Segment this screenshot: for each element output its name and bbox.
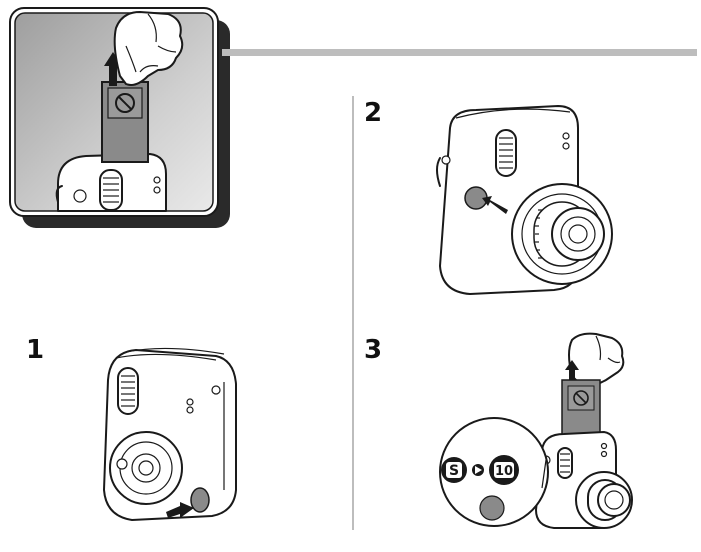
no-symbol-icon [573, 390, 589, 406]
column-divider [352, 96, 354, 530]
extended-lens [575, 471, 633, 529]
step-number-3: 3 [364, 335, 383, 365]
pointing-arrow-icon [166, 502, 194, 518]
up-arrow-icon [565, 360, 579, 386]
film-sheet [561, 379, 601, 441]
viewfinder [495, 129, 517, 177]
flash-dot [211, 385, 221, 395]
extended-lens [511, 183, 613, 285]
sensor-dot [562, 142, 570, 150]
film-counter-before: S [441, 457, 467, 483]
sensor-dot [562, 132, 570, 140]
camera-top [55, 153, 167, 212]
side-dot [441, 155, 451, 165]
lens-marker [116, 458, 128, 470]
step-number-2: 2 [364, 98, 383, 128]
inset-panel [8, 6, 230, 228]
sensor-dot [186, 406, 194, 414]
shutter-button [190, 487, 210, 513]
counter-from-label: S [449, 463, 459, 479]
step-1-illustration [103, 347, 237, 521]
hand-illustration [113, 11, 184, 86]
film-counter-after: 10 [489, 455, 519, 485]
viewfinder [117, 367, 139, 415]
counter-window [479, 495, 505, 521]
inset-illustration [9, 7, 230, 228]
counter-callout: S 10 [439, 417, 549, 527]
film-shield [101, 81, 149, 163]
no-symbol-icon [115, 93, 135, 113]
counter-to-label: 10 [495, 464, 513, 479]
lens [109, 431, 183, 505]
sensor-dot [186, 398, 194, 406]
step-2-illustration [436, 105, 613, 295]
pointing-arrow-icon [482, 196, 508, 214]
header-rule [222, 49, 697, 56]
hand-illustration [568, 332, 625, 387]
step-3-illustration: S 10 [439, 332, 633, 529]
step-number-1: 1 [26, 335, 45, 365]
right-arrow-icon [472, 464, 484, 476]
